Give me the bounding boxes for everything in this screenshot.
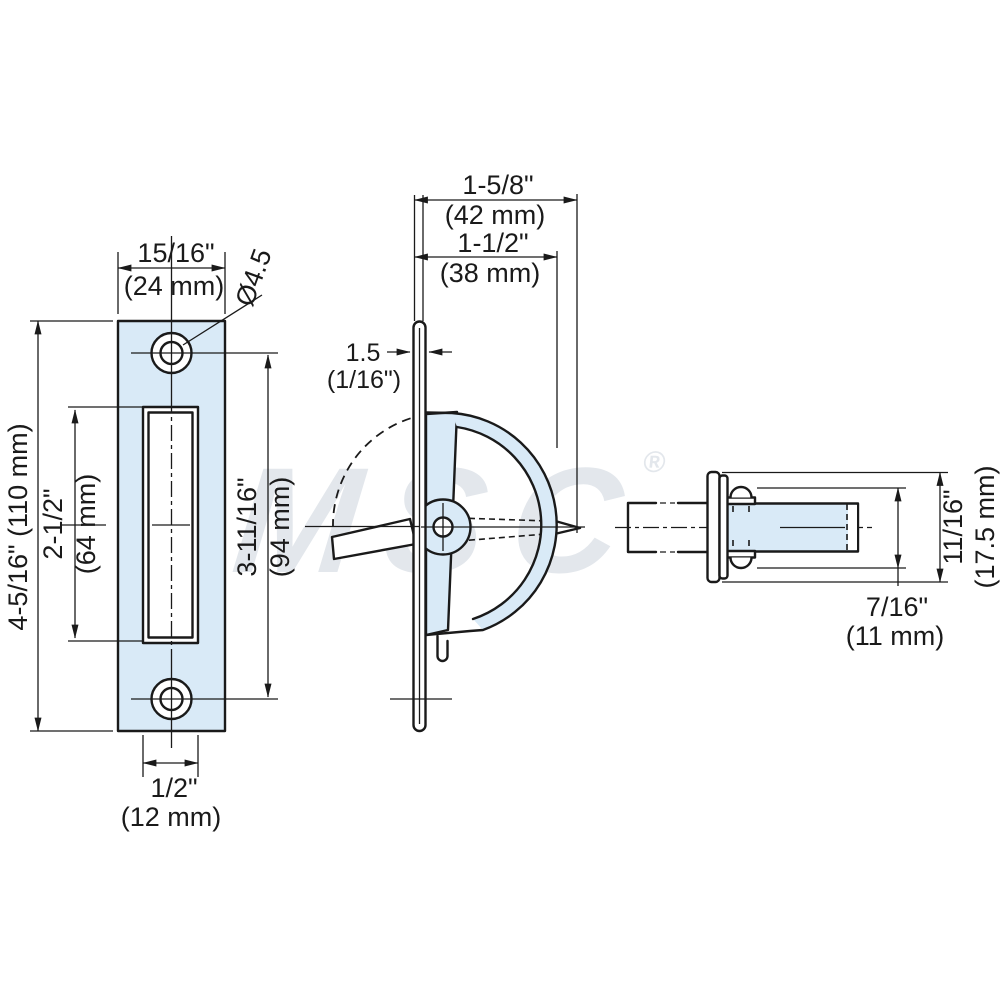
leader-line	[182, 294, 263, 346]
bolt-housing	[626, 501, 710, 554]
dim-body-depth-mm: (38 mm)	[440, 258, 541, 288]
dim-flange-height-mm: (17.5 mm)	[970, 465, 1000, 588]
hidden-screw-lines	[732, 506, 750, 549]
dim-overall-depth-mm: (42 mm)	[445, 200, 546, 230]
dim-body-depth-in: 1-1/2"	[457, 228, 528, 258]
pin-side-view: 11/16" (17.5 mm) 7/16" (11 mm)	[615, 465, 1000, 651]
dim-hole-diameter: Ø4.5	[229, 245, 277, 310]
dim-overall-height: 4-5/16" (110 mm)	[3, 423, 33, 630]
dim-body-height-in: 7/16"	[866, 592, 928, 622]
dim-slot-width-mm: (12 mm)	[121, 802, 222, 832]
watermark-registered-icon: ®	[642, 446, 668, 479]
screw-head-top	[729, 485, 753, 498]
hook-outer-edge	[424, 411, 558, 637]
latch-side-view: 1-5/8" (42 mm) 1-1/2" (38 mm) 1.5 (1/16"…	[305, 170, 585, 733]
screw-collar-top	[723, 496, 757, 506]
strike-plate-slot-inner	[147, 411, 194, 639]
dim-slot-height-in: 2-1/2"	[38, 488, 68, 559]
dim-top-width-mm: (24 mm)	[124, 271, 225, 301]
break-line	[660, 502, 675, 553]
screw-head-bottom	[729, 557, 753, 570]
pin-shaft-end	[848, 505, 857, 550]
strike-plate-view: 15/16" (24 mm) Ø4.5 4-5/16" (110 mm) 2-1…	[3, 236, 295, 832]
dim-hole-spacing-in: 3-11/16"	[232, 477, 262, 576]
hook-fill	[452, 413, 557, 630]
pin-flange	[706, 470, 721, 584]
dim-overall-depth-in: 1-5/8"	[462, 170, 533, 200]
dim-top-width-in: 15/16"	[137, 238, 214, 268]
dim-slot-height-mm: (64 mm)	[71, 474, 101, 575]
pin-flange-inner	[718, 474, 729, 580]
latch-lever-hidden	[458, 517, 550, 522]
dim-plate-thickness-in: (1/16")	[327, 366, 401, 394]
screw-collar-bottom	[723, 549, 757, 559]
dim-slot-width-in: 1/2"	[150, 773, 197, 803]
hook-bottom-catch	[436, 634, 449, 663]
dim-plate-thickness-mm: 1.5	[346, 339, 381, 367]
latch-lever-hidden	[458, 533, 547, 542]
dim-flange-height-in: 11/16"	[938, 489, 968, 564]
hook-inner-edge	[455, 425, 543, 621]
dim-hole-spacing-mm: (94 mm)	[265, 477, 295, 578]
dim-body-height-mm: (11 mm)	[846, 621, 945, 651]
